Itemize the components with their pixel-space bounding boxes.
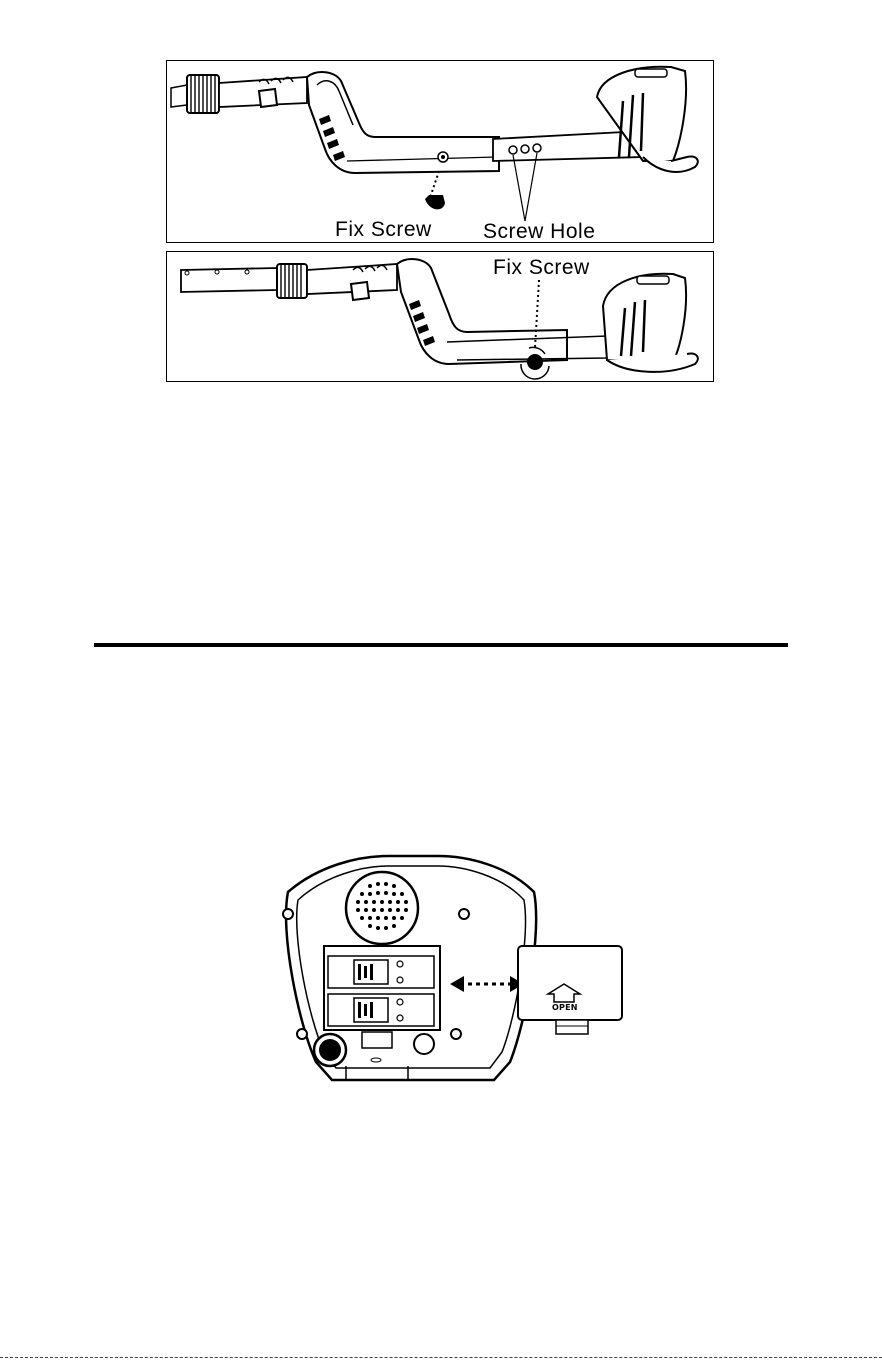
battery-compartment-figure: OPEN [258, 852, 630, 1084]
assembly-step-2-panel: Fix Screw [166, 251, 714, 382]
open-label: OPEN [552, 1004, 578, 1012]
page-edge-dashes [0, 1357, 882, 1358]
assembly-step-2-drawing [167, 252, 715, 383]
section-divider [94, 643, 788, 647]
assembly-step-1-drawing [167, 61, 715, 244]
screw-hole-label: Screw Hole [483, 221, 595, 242]
fix-screw-label-step-2: Fix Screw [493, 257, 590, 278]
assembly-step-1-panel: Fix Screw Screw Hole [166, 60, 714, 243]
fix-screw-label: Fix Screw [335, 219, 432, 240]
battery-compartment-drawing [258, 852, 630, 1084]
